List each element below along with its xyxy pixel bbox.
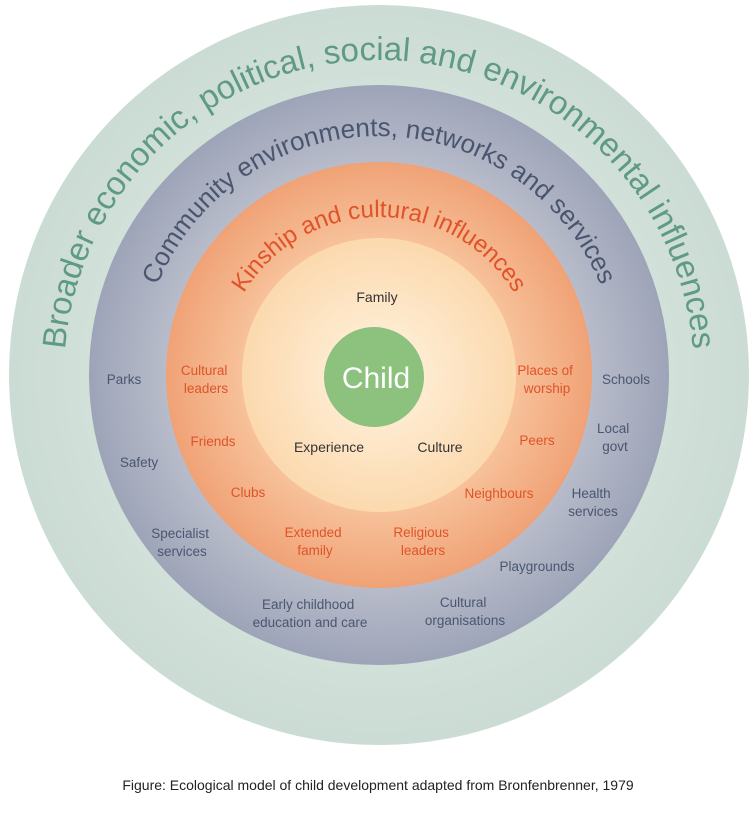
peers-label: Peers (519, 433, 555, 448)
cultural-leaders-label: Cultural leaders (181, 363, 231, 396)
family-label: Family (356, 289, 397, 305)
culture-label: Culture (417, 439, 462, 455)
figure-caption: Figure: Ecological model of child develo… (122, 777, 634, 793)
schools-label: Schools (602, 372, 650, 387)
religious-leaders-label: Religious leaders (393, 525, 452, 558)
safety-label: Safety (120, 455, 159, 470)
neighbours-label: Neighbours (464, 486, 533, 501)
places-of-worship-label: Places of worship (517, 363, 576, 396)
child-label: Child (342, 362, 410, 395)
cultural-organisations-label: Cultural organisations (425, 595, 506, 628)
friends-label: Friends (190, 434, 235, 449)
specialist-services-label: Specialist services (151, 526, 213, 559)
clubs-label: Clubs (231, 485, 266, 500)
experience-label: Experience (294, 439, 364, 455)
local-govt-label: Local govt (597, 421, 633, 454)
extended-family-label: Extended family (285, 525, 346, 558)
child-circle (324, 327, 424, 427)
playgrounds-label: Playgrounds (499, 559, 574, 574)
early-childhood-label: Early childhood education and care (253, 597, 368, 630)
parks-label: Parks (107, 372, 142, 387)
health-services-label: Health services (568, 486, 618, 519)
ecological-model-diagram: Broader economic, political, social and … (9, 5, 749, 745)
